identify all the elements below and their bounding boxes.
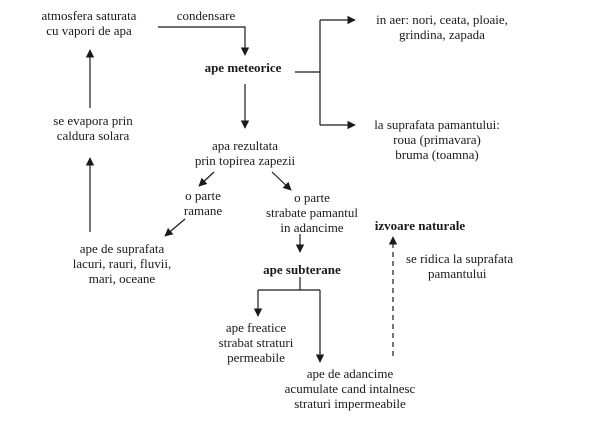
in-aer-line1: in aer: nori, ceata, ploaie, <box>376 12 508 27</box>
node-in-aer: in aer: nori, ceata, ploaie, grindina, z… <box>358 12 526 42</box>
atmosfera-line1: atmosfera saturata <box>41 8 137 23</box>
node-se-ridica: se ridica la suprafata pamantului <box>406 251 566 281</box>
arrow-to-o-parte-strabate <box>271 171 292 191</box>
node-ape-freatice: ape freatice strabat straturi permeabile <box>204 320 308 365</box>
se-ridica-line1: se ridica la suprafata <box>406 251 514 266</box>
label-condensare: condensare <box>176 8 236 23</box>
se-evapora-line2: caldura solara <box>56 128 130 143</box>
node-apa-rezultata: apa rezultata prin topirea zapezii <box>178 138 312 168</box>
arrow-to-o-parte-ramane <box>198 171 215 187</box>
o-parte-strabate-line1: o parte <box>294 190 330 205</box>
se-evapora-line1: se evapora prin <box>53 113 133 128</box>
node-se-evapora: se evapora prin caldura solara <box>38 113 148 143</box>
o-parte-ramane-line1: o parte <box>185 188 221 203</box>
apa-rezultata-line2: prin topirea zapezii <box>194 153 296 168</box>
la-suprafata-line3: bruma (toamna) <box>395 147 479 162</box>
atmosfera-line2: cu vapori de apa <box>46 23 132 38</box>
arrow-condensare-to-ape-meteorice <box>158 26 250 56</box>
ape-freatice-line1: strabat straturi <box>218 335 294 350</box>
ape-freatice-title: ape freatice <box>225 320 287 335</box>
ape-de-adancime-title: ape de adancime <box>306 366 394 381</box>
node-izvoare-naturale: izvoare naturale <box>374 218 466 233</box>
ape-de-suprafata-line2: mari, oceane <box>88 271 156 286</box>
ape-de-adancime-line2: straturi impermeabile <box>294 396 406 411</box>
node-la-suprafata: la suprafata pamantului: roua (primavara… <box>358 117 516 162</box>
o-parte-strabate-line2: strabate pamantul <box>265 205 359 220</box>
node-ape-meteorice: ape meteorice <box>204 60 282 75</box>
ape-de-adancime-line1: acumulate cand intalnesc <box>284 381 416 396</box>
apa-rezultata-line1: apa rezultata <box>211 138 279 153</box>
se-ridica-line2: pamantului <box>428 266 487 281</box>
ape-freatice-line2: permeabile <box>227 350 285 365</box>
in-aer-line2: grindina, zapada <box>399 27 485 42</box>
ape-de-suprafata-title: ape de suprafata <box>79 241 165 256</box>
node-ape-subterane: ape subterane <box>263 262 341 277</box>
node-atmosfera: atmosfera saturata cu vapori de apa <box>15 8 163 38</box>
ape-de-suprafata-line1: lacuri, rauri, fluvii, <box>72 256 172 271</box>
node-o-parte-ramane: o parte ramane <box>172 188 234 218</box>
node-o-parte-strabate: o parte strabate pamantul in adancime <box>258 190 366 235</box>
o-parte-ramane-line2: ramane <box>183 203 223 218</box>
la-suprafata-line2: roua (primavara) <box>393 132 481 147</box>
node-ape-de-suprafata: ape de suprafata lacuri, rauri, fluvii, … <box>52 241 192 286</box>
arrow-to-ape-de-suprafata <box>164 218 186 237</box>
la-suprafata-line1: la suprafata pamantului: <box>374 117 500 132</box>
o-parte-strabate-line3: in adancime <box>280 220 344 235</box>
node-ape-de-adancime: ape de adancime acumulate cand intalnesc… <box>250 366 450 411</box>
